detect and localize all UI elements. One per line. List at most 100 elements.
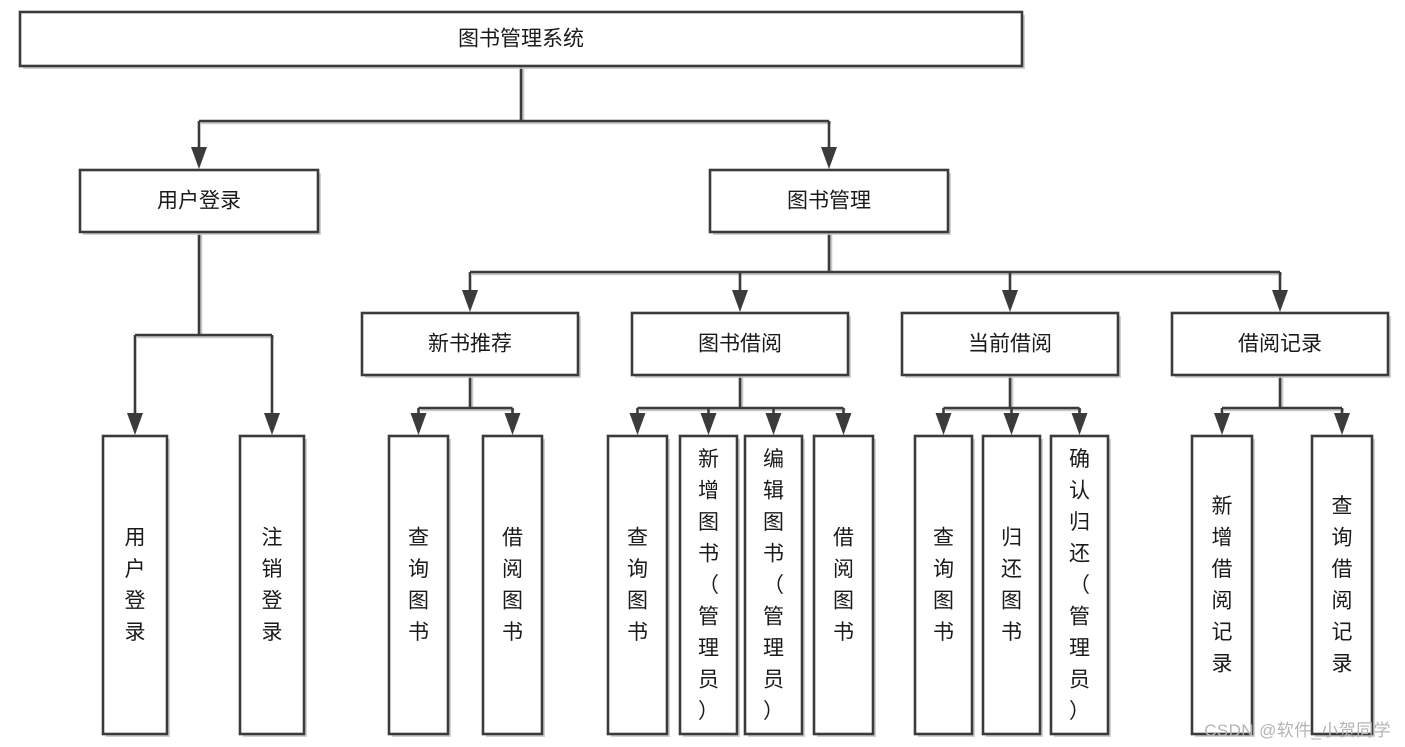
node-cur-query[interactable]: 查询图书: [913, 434, 975, 737]
node-rect[interactable]: [1310, 434, 1374, 736]
edge-bus: [470, 232, 1280, 274]
node-rect[interactable]: [18, 10, 1024, 68]
node-label: 用户登录: [157, 190, 241, 213]
arrow-head-rec-query: [1334, 413, 1350, 435]
node-rect[interactable]: [1190, 434, 1254, 736]
node-rect[interactable]: [606, 434, 669, 736]
node-bw-edit[interactable]: 编辑图书（管理员）: [743, 434, 805, 737]
node-rect[interactable]: [900, 311, 1120, 377]
edge-bus: [418, 375, 513, 410]
node-userlogin[interactable]: 用户登录: [101, 434, 170, 737]
edge-group-bookmgmt: [462, 232, 1288, 312]
edge-group-current: [935, 375, 1088, 435]
edge-shadow: [945, 377, 1082, 412]
node-label: 借阅图书: [833, 527, 854, 645]
node-bw-borrow[interactable]: 借阅图书: [812, 434, 876, 737]
arrow-head-cur-query: [935, 413, 952, 435]
nodes-layer: 图书管理系统用户登录图书管理用户登录注销登录新书推荐图书借阅当前借阅借阅记录查询…: [18, 10, 1391, 737]
node-rect[interactable]: [360, 311, 580, 377]
node-rect[interactable]: [78, 168, 320, 234]
node-current[interactable]: 当前借阅: [900, 311, 1121, 378]
edge-shadow: [137, 234, 274, 339]
node-records[interactable]: 借阅记录: [1170, 311, 1391, 378]
node-label: 查询图书: [933, 527, 954, 645]
node-newbook[interactable]: 新书推荐: [360, 311, 581, 378]
node-rect[interactable]: [630, 311, 850, 377]
node-rect[interactable]: [812, 434, 875, 736]
edge-shadow: [1224, 377, 1344, 412]
node-rect[interactable]: [101, 434, 169, 736]
node-bw-add[interactable]: 新增图书（管理员）: [678, 434, 740, 737]
node-label: 新书推荐: [428, 333, 512, 356]
node-label: 注销登录: [262, 527, 283, 645]
arrow-head-bw-edit: [765, 413, 782, 435]
node-cur-return[interactable]: 归还图书: [981, 434, 1043, 737]
edge-group-root: [191, 66, 837, 169]
arrow-head-bookmgmt: [821, 147, 837, 169]
edge-shadow: [201, 68, 831, 125]
arrow-head-cur-confirm: [1071, 413, 1088, 435]
node-label: 查询图书: [627, 527, 648, 645]
node-bookmgmt[interactable]: 图书管理: [708, 168, 951, 235]
arrow-head-bw-add: [700, 413, 717, 435]
node-rect[interactable]: [481, 434, 544, 736]
node-rect[interactable]: [981, 434, 1042, 736]
edge-group-login: [127, 232, 280, 435]
node-label: 借阅图书: [502, 527, 523, 645]
arrow-head-rec-add: [1214, 413, 1230, 435]
node-label: 图书借阅: [698, 333, 782, 356]
arrow-head-borrow: [732, 290, 748, 312]
arrow-head-userlogin: [127, 413, 143, 435]
edge-shadow: [639, 377, 846, 412]
node-userlogout[interactable]: 注销登录: [238, 434, 307, 737]
edge-bus: [199, 66, 829, 123]
edge-bus: [135, 232, 272, 337]
edge-group-newbook: [410, 375, 521, 435]
node-label: 编辑图书（管理员）: [763, 448, 784, 723]
node-borrow[interactable]: 图书借阅: [630, 311, 851, 378]
node-label: 确认归还（管理员）: [1069, 448, 1090, 723]
node-rect[interactable]: [387, 434, 450, 736]
node-rect[interactable]: [743, 434, 804, 736]
node-label: 查询图书: [408, 527, 429, 645]
arrow-head-login: [191, 147, 207, 169]
node-rec-add[interactable]: 新增借阅记录: [1190, 434, 1255, 737]
arrow-head-nb-query: [410, 413, 427, 435]
node-label: 用户登录: [125, 527, 146, 645]
edge-shadow: [472, 234, 1282, 276]
node-root[interactable]: 图书管理系统: [18, 10, 1025, 69]
node-bw-query[interactable]: 查询图书: [606, 434, 670, 737]
node-rect[interactable]: [238, 434, 306, 736]
node-label: 新增借阅记录: [1212, 495, 1233, 676]
node-label: 新增图书（管理员）: [698, 448, 719, 723]
node-label: 借阅记录: [1238, 333, 1322, 356]
node-nb-query[interactable]: 查询图书: [387, 434, 451, 737]
arrow-head-bw-borrow: [835, 413, 852, 435]
node-login[interactable]: 用户登录: [78, 168, 321, 235]
arrow-head-nb-borrow: [504, 413, 521, 435]
edge-bus: [1222, 375, 1342, 410]
node-rect[interactable]: [678, 434, 739, 736]
node-label: 图书管理系统: [458, 28, 584, 51]
node-label: 图书管理: [787, 190, 871, 213]
node-rect[interactable]: [1170, 311, 1390, 377]
arrow-head-bw-query: [629, 413, 646, 435]
arrow-head-newbook: [462, 290, 478, 312]
node-rec-query[interactable]: 查询借阅记录: [1310, 434, 1375, 737]
node-rect[interactable]: [913, 434, 974, 736]
arrow-head-userlogout: [264, 413, 280, 435]
node-rect[interactable]: [1049, 434, 1110, 736]
node-label: 当前借阅: [968, 333, 1052, 356]
edge-bus: [637, 375, 844, 410]
arrow-head-cur-return: [1003, 413, 1020, 435]
edges-layer: [127, 66, 1350, 435]
edge-shadow: [420, 377, 515, 412]
node-rect[interactable]: [708, 168, 950, 234]
arrow-head-current: [1002, 290, 1018, 312]
node-cur-confirm[interactable]: 确认归还（管理员）: [1049, 434, 1111, 737]
edge-group-records: [1214, 375, 1350, 435]
node-nb-borrow[interactable]: 借阅图书: [481, 434, 545, 737]
node-label: 归还图书: [1001, 527, 1022, 645]
